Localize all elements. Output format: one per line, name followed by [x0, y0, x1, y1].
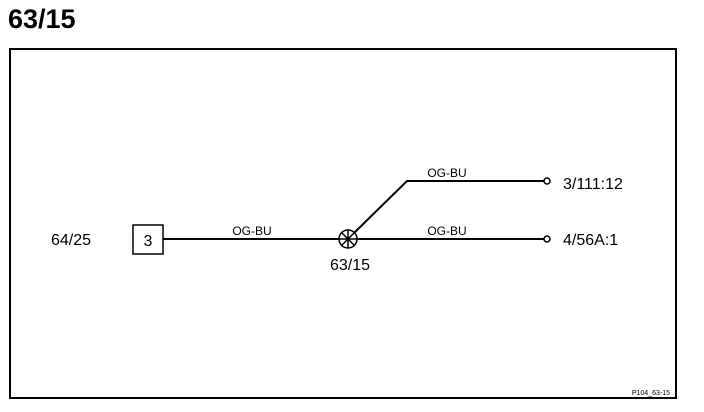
upper-terminal-label: 3/111:12 — [563, 176, 623, 193]
lower-terminal-icon — [543, 235, 551, 243]
upper-branch-wire — [353, 180, 544, 234]
splice-label: 63/15 — [330, 257, 370, 274]
connector-box — [132, 224, 164, 255]
page-title: 63/15 — [8, 4, 76, 34]
lower-branch-label: OG-BU — [427, 224, 466, 238]
upper-terminal-icon — [543, 177, 551, 185]
main-wire-label: OG-BU — [232, 224, 271, 238]
lower-terminal-label: 4/56A:1 — [563, 232, 618, 249]
connector-number: 3 — [144, 233, 153, 250]
diagram-frame — [9, 48, 677, 399]
source-label: 64/25 — [51, 232, 91, 249]
splice-icon — [338, 229, 358, 249]
figure-reference: P104_63-15 — [632, 390, 670, 397]
upper-branch-label: OG-BU — [427, 166, 466, 180]
